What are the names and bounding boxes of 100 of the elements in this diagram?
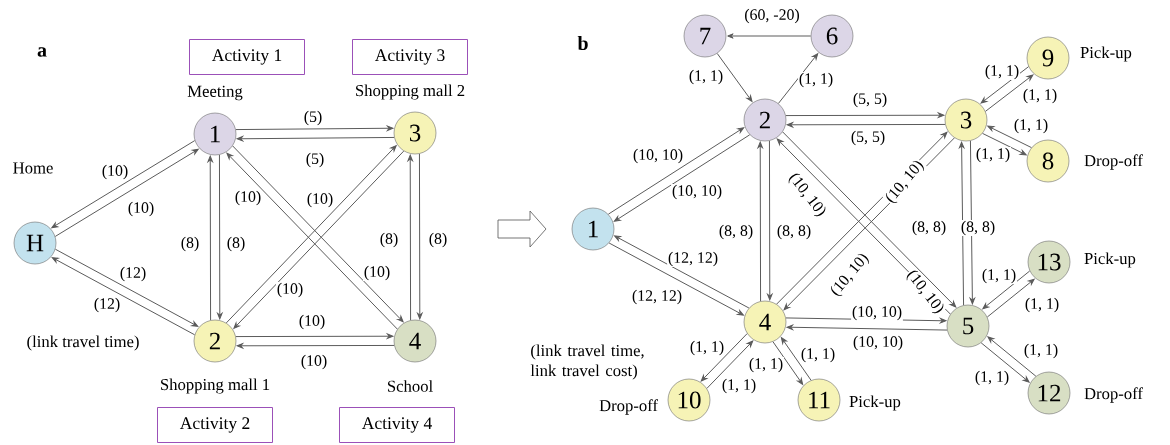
edge-label: (12, 12) [667, 251, 719, 267]
edge-label: (8) [427, 232, 449, 248]
arrow [980, 66, 1029, 104]
node-caption: Meeting [187, 85, 243, 101]
circle-node: 1 [571, 207, 615, 251]
edge-label: (1, 1) [984, 64, 1020, 80]
node-caption: Pick-up [1080, 46, 1132, 62]
arrow [716, 53, 753, 102]
node-caption: Drop-off [1084, 154, 1143, 170]
circle-node: 13 [1027, 240, 1071, 284]
edge-label: (60, -20) [743, 8, 801, 24]
circle-node: 2 [193, 319, 237, 363]
arrow [614, 235, 750, 309]
edge-label: (1, 1) [975, 147, 1011, 163]
edge-label: (1, 1) [1024, 297, 1060, 313]
arrow [51, 140, 196, 229]
edge-label: (10) [298, 314, 327, 330]
arrow [207, 155, 213, 321]
edge-label: (10, 10) [632, 148, 684, 164]
circle-node: H [13, 221, 57, 265]
arrow [985, 74, 1034, 112]
edge-label: (8, 8) [960, 220, 996, 236]
edge-label: (1, 1) [1023, 343, 1059, 359]
panel-letter: a [37, 47, 47, 57]
panel-letter: b [577, 35, 588, 51]
edge-label: (8, 8) [718, 224, 754, 240]
arrow [980, 342, 1030, 383]
circle-node: 6 [810, 14, 854, 58]
node-caption: School [388, 380, 433, 392]
node-caption: Pick-up [1084, 252, 1136, 268]
activity-box: Activity 2 [157, 407, 273, 443]
arrow [987, 125, 1032, 149]
arrow [54, 248, 199, 327]
arrow [767, 140, 773, 301]
arrow [51, 257, 196, 336]
node-caption: Drop-off [599, 399, 658, 415]
edge-label: (10, 10) [882, 157, 928, 207]
edge-label: (8) [378, 232, 400, 248]
edge-label: (1, 1) [1022, 88, 1058, 104]
arrow [987, 336, 1037, 377]
edge-label: (1, 1) [689, 340, 725, 356]
edge-label: (1, 1) [981, 268, 1017, 284]
arrow [757, 141, 763, 302]
arrow [217, 154, 223, 320]
arrow [777, 53, 819, 104]
edge-label: (10, 10) [784, 169, 830, 221]
arrow [613, 134, 751, 222]
circle-node: 7 [683, 14, 727, 58]
node-caption: Pick-up [849, 395, 901, 411]
edge-label: (8, 8) [776, 224, 812, 240]
arrow [772, 341, 804, 385]
arrow [786, 324, 948, 331]
edge-label: (1, 1) [1013, 118, 1049, 134]
edge-label: (1, 1) [748, 357, 784, 373]
edge-label: (1, 1) [798, 72, 834, 88]
node-caption: Shopping mall 2 [356, 84, 465, 100]
circle-node: 2 [743, 98, 787, 142]
edge-label: (5) [304, 152, 326, 168]
arrow [727, 33, 812, 39]
arrow [608, 242, 744, 316]
edge-label: (8) [179, 236, 201, 252]
edge-label: (10) [276, 282, 305, 298]
edge-label: (5, 5) [852, 92, 888, 108]
circle-node: 3 [944, 98, 988, 142]
edge-label: (10) [363, 265, 392, 281]
arrow [417, 153, 423, 320]
circle-node: 5 [946, 304, 990, 348]
edge-label: (8, 8) [911, 220, 947, 236]
arrow [407, 154, 413, 321]
edge-label: (1, 1) [800, 347, 836, 363]
edge-label: (5, 5) [850, 130, 886, 146]
edge-label: (10) [234, 190, 263, 206]
edge-label: (10, 10) [671, 184, 723, 200]
arrow [706, 340, 754, 389]
arrow [780, 337, 812, 381]
edge-label: (1, 1) [974, 370, 1010, 386]
circle-node: 8 [1026, 139, 1070, 183]
edge-label: (10, 10) [852, 335, 904, 351]
node-caption: Shopping mall 1 [161, 378, 270, 394]
edge-label: (10, 10) [827, 250, 873, 300]
arrow [235, 125, 394, 131]
node-caption: Home [13, 162, 53, 174]
circle-node: 9 [1026, 36, 1070, 80]
node-caption: Drop-off [1084, 387, 1143, 403]
edge-label: (5) [302, 110, 324, 126]
edge-label: (1, 1) [688, 69, 724, 85]
arrow [958, 141, 965, 306]
circle-node: 12 [1027, 371, 1071, 415]
edge-label: (12, 12) [631, 289, 683, 305]
arrow [54, 148, 199, 237]
circle-node: 3 [393, 111, 437, 155]
arrow [785, 112, 945, 118]
edge-label: (10, 10) [902, 266, 948, 318]
circle-node: 10 [667, 378, 711, 422]
arrow [986, 278, 1035, 318]
edge-label: (1, 1) [721, 378, 757, 394]
circle-node: 4 [743, 300, 787, 344]
arrow [236, 136, 395, 142]
note-text: (link travel time) [27, 335, 139, 351]
arrow [236, 343, 395, 349]
